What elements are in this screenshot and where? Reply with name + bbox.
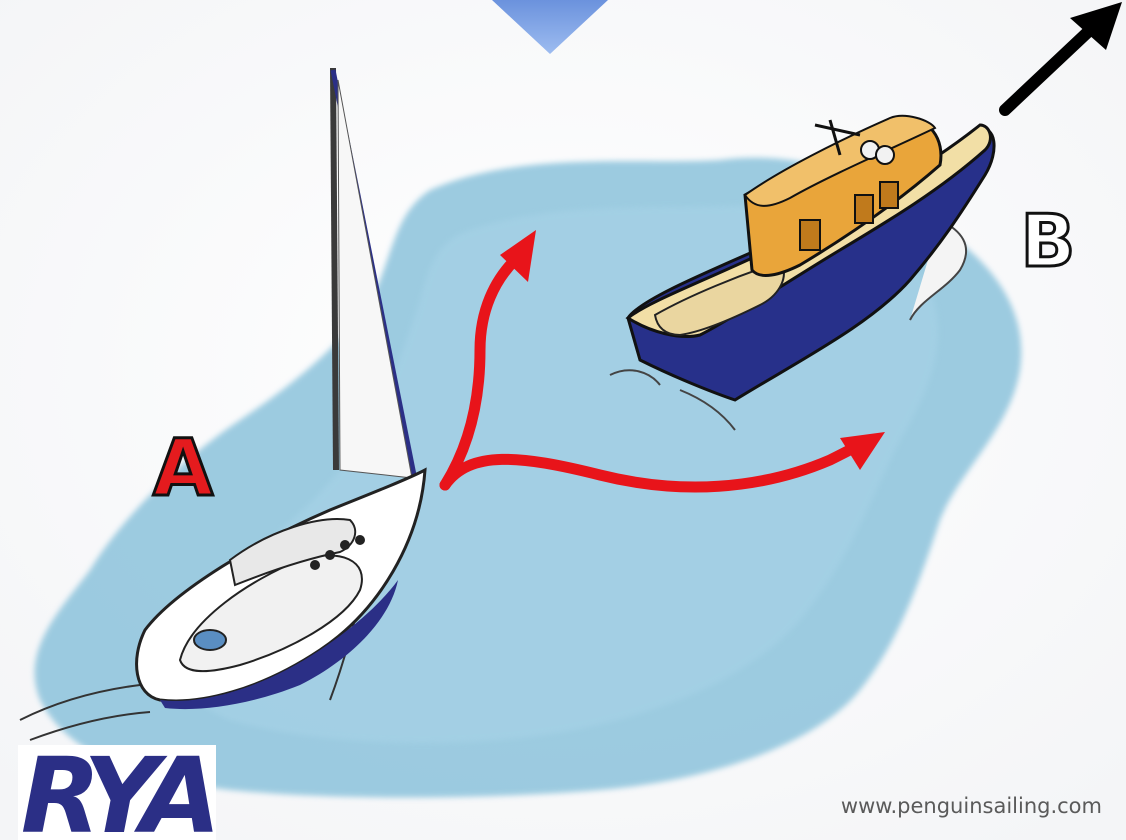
vessel-a-label: A: [153, 424, 213, 514]
vessel-b-label: B: [1021, 199, 1076, 283]
website-url: www.penguinsailing.com: [841, 794, 1102, 818]
rya-logo: RYA: [18, 735, 216, 840]
rya-logo-text: RYA: [21, 735, 213, 840]
